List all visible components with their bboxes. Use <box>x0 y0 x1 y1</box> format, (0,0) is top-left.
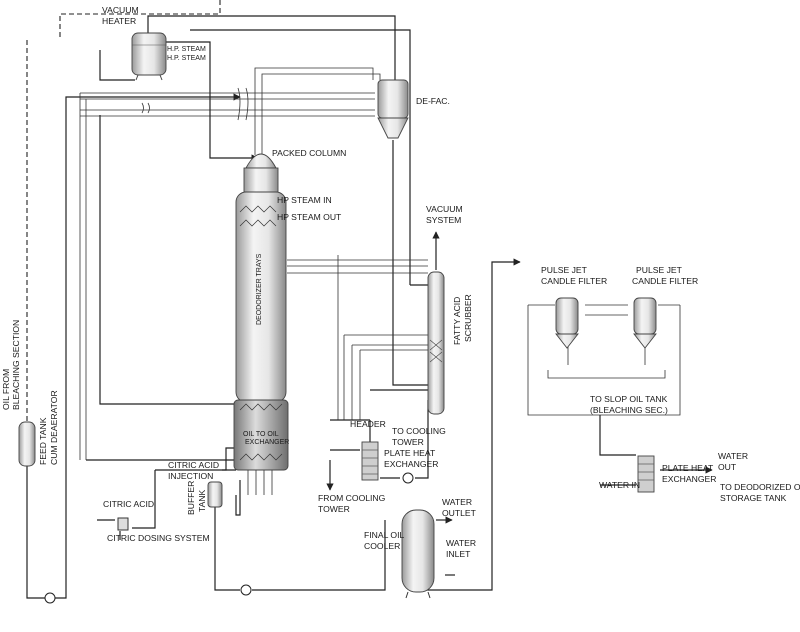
label-fatty-acid-2: SCRUBBER <box>463 294 473 342</box>
label-pulse-jet-1b: CANDLE FILTER <box>541 276 607 286</box>
vacuum-heater <box>131 32 167 81</box>
label-citric-acid: CITRIC ACID <box>103 499 154 509</box>
label-hp-steam-2: H.P. STEAM <box>167 55 206 62</box>
label-phe1-b: EXCHANGER <box>384 459 438 469</box>
label-water-out-2: OUT <box>718 462 737 472</box>
plate-heat-exchanger-1 <box>361 441 379 481</box>
label-phe2-b: EXCHANGER <box>662 474 716 484</box>
deodorizer-column <box>233 153 289 471</box>
label-water-inlet-2: INLET <box>446 549 471 559</box>
candle-filter-2 <box>633 297 657 349</box>
label-deodorizer-trays: DEODORIZER TRAYS <box>256 253 263 325</box>
label-citric-dosing: CITRIC DOSING SYSTEM <box>107 533 210 543</box>
label-water-inlet-1: WATER <box>446 538 476 548</box>
label-to-cooling-1: TO COOLING <box>392 426 446 436</box>
label-water-outlet-2: OUTLET <box>442 508 477 518</box>
label-vacuum-system-2: SYSTEM <box>426 215 461 225</box>
label-oil-from-1: OIL FROM <box>1 369 11 410</box>
label-fatty-acid-1: FATTY ACID <box>452 297 462 345</box>
label-header: HEADER <box>350 419 386 429</box>
label-pulse-jet-2b: CANDLE FILTER <box>632 276 698 286</box>
label-pulse-jet-1a: PULSE JET <box>541 265 588 275</box>
plate-heat-exchanger-2 <box>637 455 655 493</box>
label-feed-tank-2: CUM DEAERATOR <box>49 390 59 465</box>
label-vacuum-heater-1: VACUUM <box>102 5 139 15</box>
label-to-deodorized-2: STORAGE TANK <box>720 493 787 503</box>
label-pulse-jet-2a: PULSE JET <box>636 265 683 275</box>
label-buffer-1: BUFFER <box>186 481 196 515</box>
defac-vessel <box>377 79 409 139</box>
label-feed-tank-1: FEED TANK <box>38 417 48 465</box>
label-to-deodorized-1: TO DEODORIZED OIL <box>720 482 800 492</box>
label-final-cooler-2: COOLER <box>364 541 400 551</box>
label-citric-inj-2: INJECTION <box>168 471 213 481</box>
label-phe2-a: PLATE HEAT <box>662 463 714 473</box>
label-hp-steam-in: HP STEAM IN <box>277 195 332 205</box>
label-from-cooling-1: FROM COOLING <box>318 493 386 503</box>
label-defac: DE-FAC. <box>416 96 450 106</box>
final-oil-cooler <box>401 509 435 599</box>
label-hp-steam-out: HP STEAM OUT <box>277 212 342 222</box>
label-oil-to-oil-2: EXCHANGER <box>245 439 289 446</box>
label-phe1-a: PLATE HEAT <box>384 448 436 458</box>
feed-tank <box>18 421 36 467</box>
pumps <box>44 472 414 604</box>
label-hp-steam-1: H.P. STEAM <box>167 46 206 53</box>
label-oil-to-oil-1: OIL TO OIL <box>243 431 279 438</box>
label-vacuum-heater-2: HEATER <box>102 16 136 26</box>
candle-filter-1 <box>555 297 579 349</box>
piping <box>26 0 713 599</box>
label-citric-inj-1: CITRIC ACID <box>168 460 219 470</box>
label-oil-from-2: BLEACHING SECTION <box>11 320 21 410</box>
label-packed-column: PACKED COLUMN <box>272 148 346 158</box>
label-water-outlet-1: WATER <box>442 497 472 507</box>
label-buffer-2: TANK <box>197 489 207 512</box>
label-water-in: WATER IN <box>599 480 640 490</box>
label-from-cooling-2: TOWER <box>318 504 350 514</box>
diagram-labels: VACUUM HEATER H.P. STEAM H.P. STEAM DE-F… <box>1 5 800 559</box>
buffer-tank <box>207 481 223 508</box>
label-to-cooling-2: TOWER <box>392 437 424 447</box>
fatty-acid-scrubber <box>427 271 445 415</box>
label-slop-oil-2: (BLEACHING SEC.) <box>590 405 668 415</box>
label-slop-oil-1: TO SLOP OIL TANK <box>590 394 668 404</box>
label-final-cooler-1: FINAL OIL <box>364 530 404 540</box>
label-vacuum-system-1: VACUUM <box>426 204 463 214</box>
label-water-out-1: WATER <box>718 451 748 461</box>
